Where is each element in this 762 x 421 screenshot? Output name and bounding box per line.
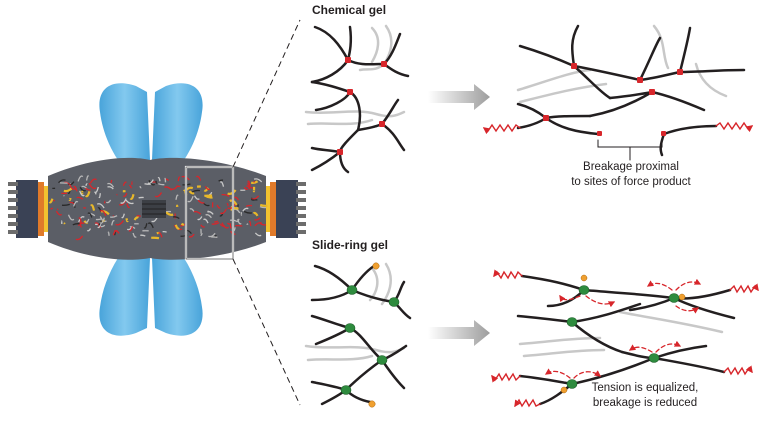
process-arrow-top <box>428 84 490 110</box>
force-arrow-chem-right <box>716 123 752 129</box>
texture-strand <box>96 219 102 220</box>
slide-ring-gel-caption: Tension is equalized, breakage is reduce… <box>570 381 720 411</box>
grip-lower-left <box>99 258 150 336</box>
force-arrow-chem-left <box>484 125 520 131</box>
grip-lower-right <box>152 258 203 336</box>
chemical-gel-title: Chemical gel <box>312 3 386 17</box>
chemical-gel-after <box>484 26 752 160</box>
grip-upper-right <box>152 83 203 160</box>
slide-ring-gel-caption-line1: Tension is equalized, <box>570 381 720 396</box>
slide-ring-gel-before <box>306 263 410 407</box>
slide-ring-gel-caption-line2: breakage is reduced <box>570 396 720 411</box>
force-arrow-sr-top-left <box>494 272 522 278</box>
texture-strand <box>260 205 267 206</box>
zoom-line-upper <box>233 20 300 167</box>
tensile-sample <box>8 83 306 335</box>
grip-upper-left <box>99 83 150 160</box>
force-arrow-sr-top-right <box>730 286 758 292</box>
chemical-gel-caption: Breakage proximal to sites of force prod… <box>556 160 706 190</box>
texture-strand <box>233 208 238 209</box>
process-arrow-bottom <box>428 320 490 346</box>
chemical-gel-caption-line2: to sites of force product <box>556 175 706 190</box>
texture-strand <box>251 199 254 200</box>
texture-strand <box>137 216 141 217</box>
force-arrow-sr-bottom-left-2 <box>515 400 540 406</box>
chemical-gel-caption-line1: Breakage proximal <box>556 160 706 175</box>
end-tab-left <box>8 180 49 238</box>
texture-strand <box>182 224 185 225</box>
slide-ring-gel-title: Slide-ring gel <box>312 238 388 252</box>
force-arrow-sr-bottom-left <box>492 374 520 380</box>
end-tab-right <box>265 180 306 238</box>
chemical-gel-before <box>306 26 408 172</box>
zoom-line-lower <box>233 259 300 405</box>
texture-strand <box>246 206 252 207</box>
breakage-bracket <box>598 140 662 160</box>
force-arrow-sr-bottom-right <box>724 368 752 374</box>
